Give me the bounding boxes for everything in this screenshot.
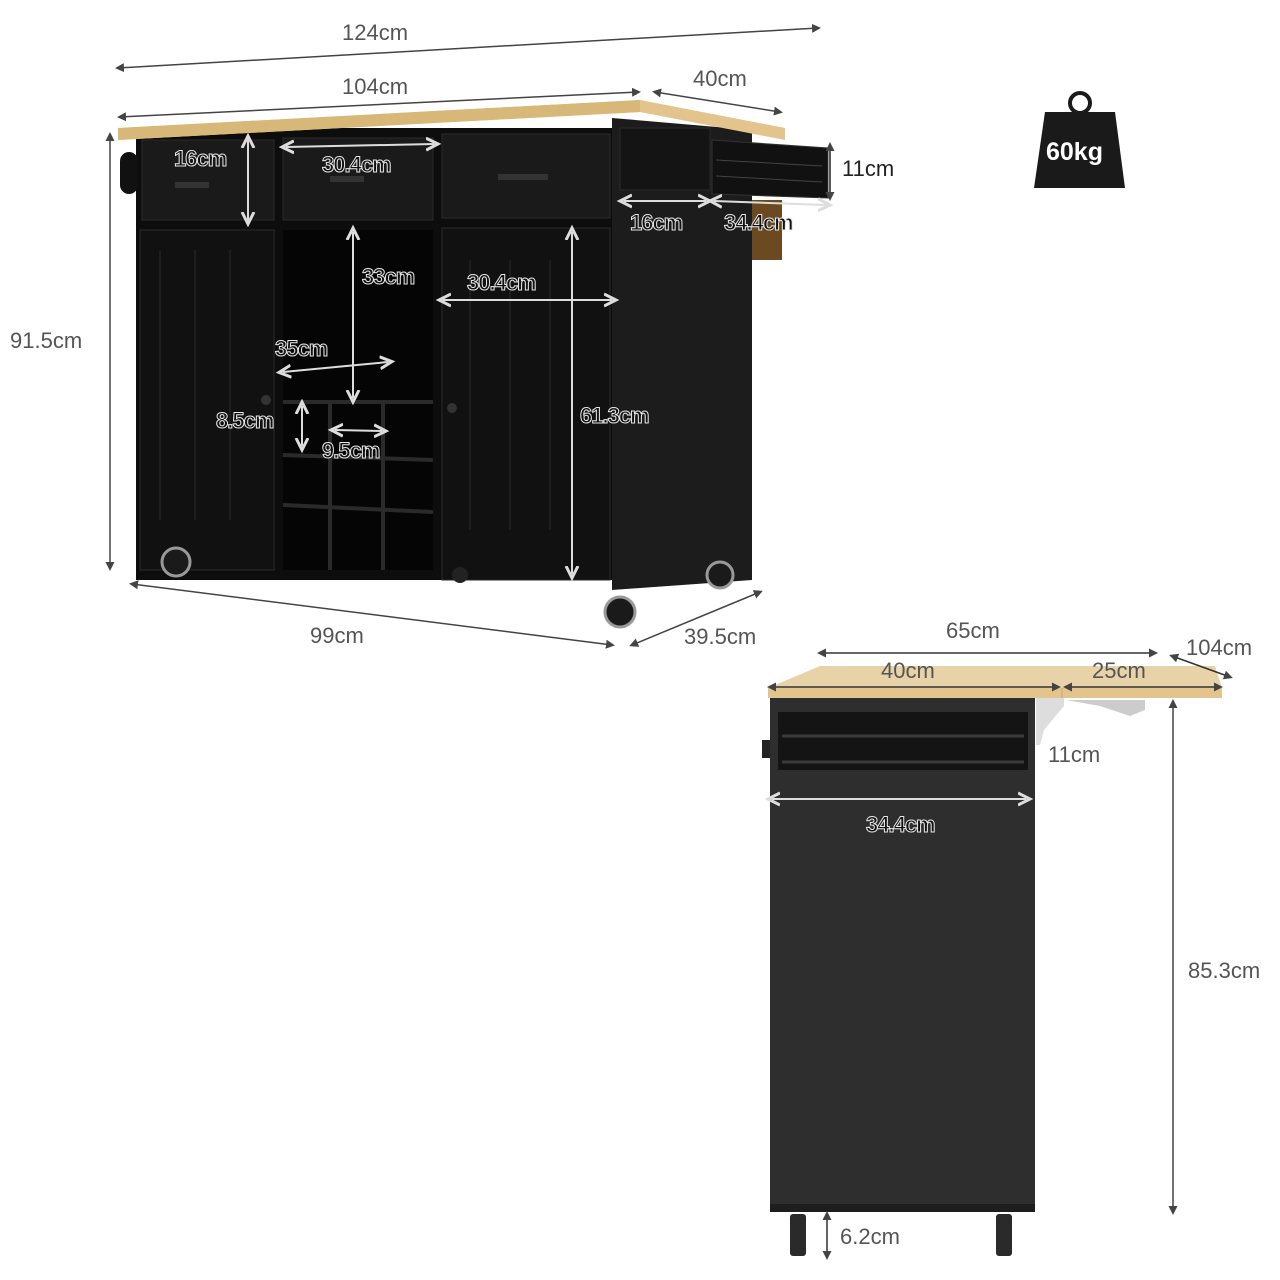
open-shelf-width-label: 35cm xyxy=(274,336,328,362)
leaf-depth-label: 25cm xyxy=(1092,658,1146,683)
spice-rack-height-label: 11cm xyxy=(842,156,895,181)
cabinet-height-label: 61.3cm xyxy=(580,403,651,429)
height-to-top-label: 85.3cm xyxy=(1188,958,1261,983)
side-rack-height-label: 11cm xyxy=(1048,742,1101,767)
overall-width-label: 124cm xyxy=(342,20,409,45)
drawer-width-label: 30.4cm xyxy=(322,152,393,178)
overall-height-label: 91.5cm xyxy=(10,328,83,353)
top-length-label: 104cm xyxy=(1186,635,1253,660)
side-rack-width-label: 34.4cm xyxy=(866,812,937,838)
drawer-height-label: 16cm xyxy=(173,146,227,172)
open-shelf-height-label: 33cm xyxy=(361,264,415,290)
side-drawer-width-label: 16cm xyxy=(629,210,683,236)
top-total-depth-label: 65cm xyxy=(946,618,1000,643)
side-view-cart xyxy=(762,648,1233,1260)
weight-icon xyxy=(1034,91,1125,188)
front-view-cart xyxy=(105,23,835,649)
top-width-label: 104cm xyxy=(342,74,409,99)
wine-cell-height-label: 8.5cm xyxy=(215,408,274,434)
caster-height-label: 6.2cm xyxy=(840,1224,900,1249)
weight-capacity-label: 60kg xyxy=(1046,138,1103,166)
base-depth-label: 39.5cm xyxy=(684,624,757,649)
spice-rack-width-label: 34.4cm xyxy=(724,210,795,236)
top-depth-label: 40cm xyxy=(693,66,747,91)
base-width-label: 99cm xyxy=(310,623,364,648)
top-fixed-depth-label: 40cm xyxy=(881,658,935,683)
cabinet-width-label: 30.4cm xyxy=(467,270,538,296)
wine-cell-width-label: 9.5cm xyxy=(321,438,380,464)
